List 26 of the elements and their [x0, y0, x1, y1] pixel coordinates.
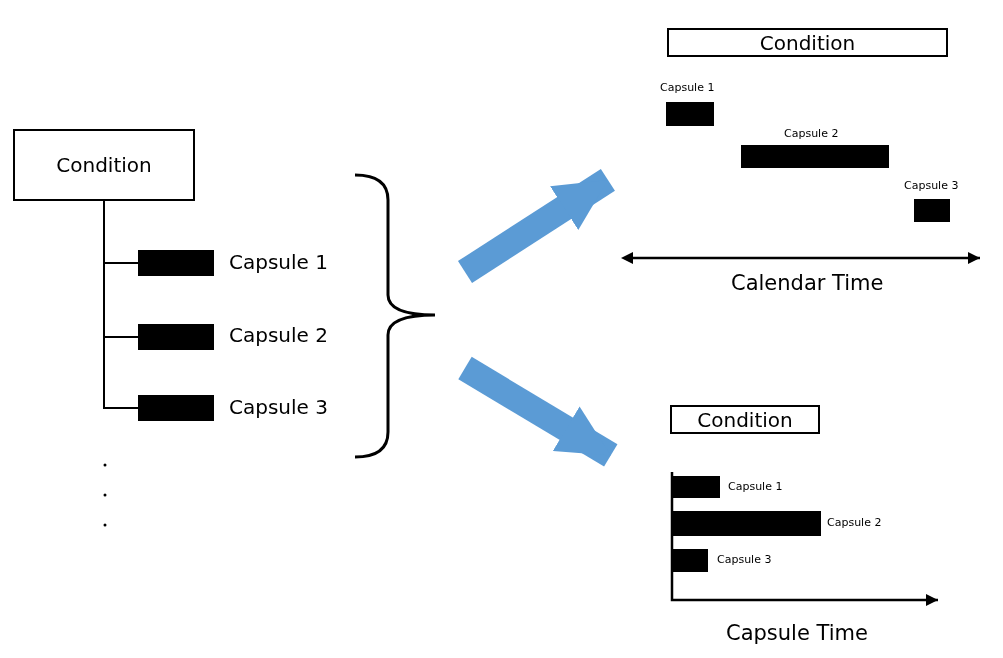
capsule-label: Capsule 2: [784, 127, 839, 140]
capsule-bar: [672, 476, 720, 498]
block-arrow: [458, 356, 618, 467]
capsule-label: Capsule 2: [827, 516, 882, 529]
capsule-label: Capsule 1: [229, 250, 328, 274]
capsule-label: Capsule 3: [717, 553, 772, 566]
capsule-bar: [138, 324, 214, 350]
condition-box: Condition: [670, 405, 820, 434]
capsule-bar: [666, 102, 714, 126]
capsule-label: Capsule 1: [728, 480, 783, 493]
condition-box: Condition: [13, 129, 195, 201]
capsule-bar: [138, 250, 214, 276]
condition-box: Condition: [667, 28, 948, 57]
block-arrow: [457, 169, 615, 283]
capsule-label: Capsule 3: [904, 179, 959, 192]
capsule-bar: [672, 511, 821, 536]
capsule-bar: [741, 145, 889, 168]
capsule-bar: [672, 549, 708, 572]
capsule-label: Capsule 2: [229, 323, 328, 347]
capsule-bar: [914, 199, 950, 222]
axis-title: Calendar Time: [731, 271, 884, 295]
connector-line: [103, 200, 139, 409]
capsule-bar: [138, 395, 214, 421]
capsule-label: Capsule 3: [229, 395, 328, 419]
axis-title: Capsule Time: [726, 621, 868, 645]
capsule-label: Capsule 1: [660, 81, 715, 94]
